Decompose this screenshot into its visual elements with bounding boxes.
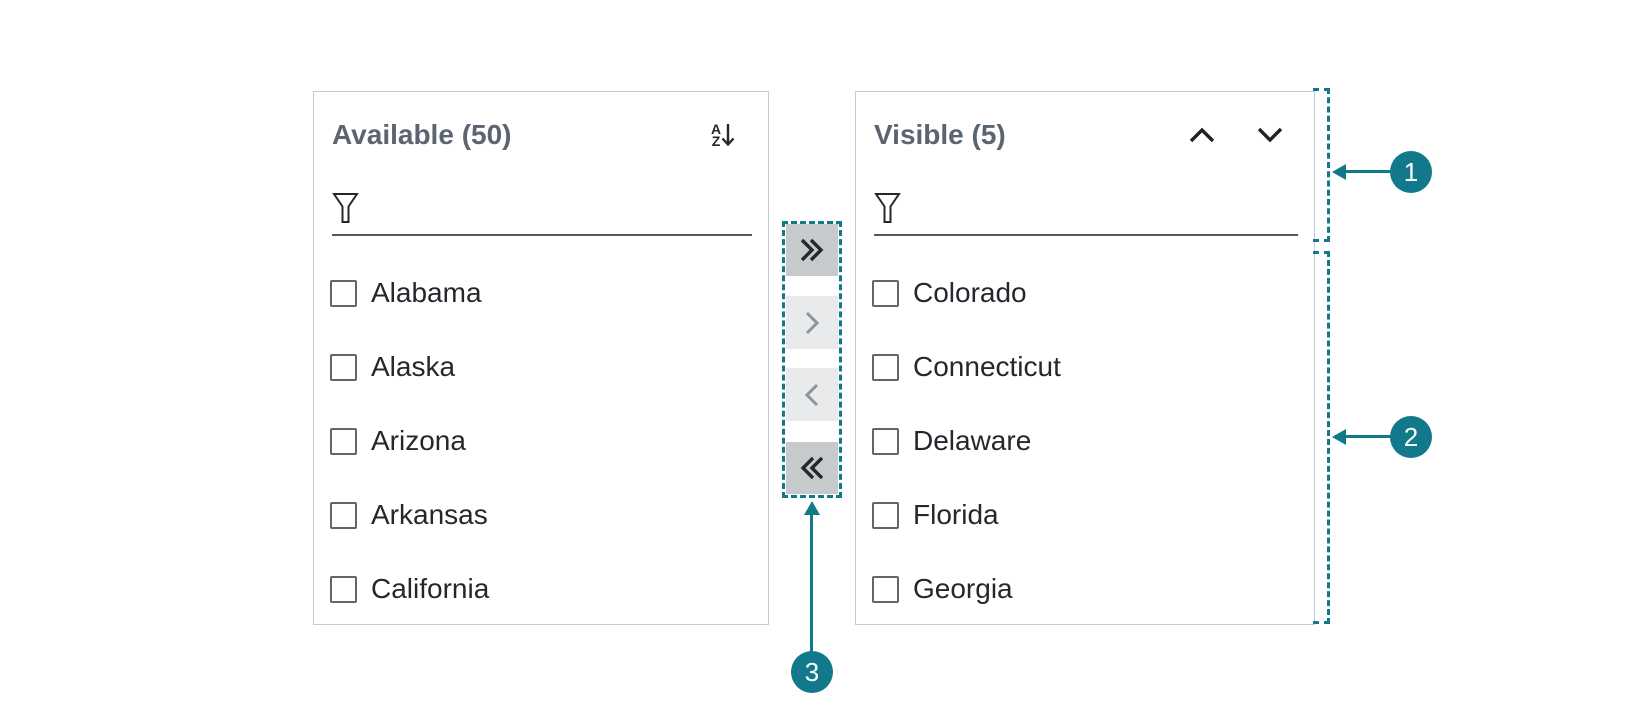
checkbox[interactable] xyxy=(330,353,357,381)
checkbox[interactable] xyxy=(872,575,899,603)
annotation-arrowhead-3 xyxy=(804,501,820,515)
annotation-bracket-header xyxy=(1313,88,1330,242)
checkbox[interactable] xyxy=(872,501,899,529)
move-down-button[interactable] xyxy=(1251,116,1289,154)
annotation-arrow-2 xyxy=(1345,435,1391,438)
list-item: Alabama xyxy=(330,279,482,307)
list-item: Arkansas xyxy=(330,501,488,529)
item-label: Florida xyxy=(913,499,999,530)
visible-filter-input[interactable] xyxy=(915,197,1298,228)
chevron-right-icon xyxy=(805,311,820,334)
available-filter-input[interactable] xyxy=(373,197,752,228)
available-filter-row xyxy=(332,188,752,236)
item-label: Alabama xyxy=(371,277,482,308)
list-item: Georgia xyxy=(872,575,1013,603)
available-panel: Available (50) A Z Alabama Alaska Arizon… xyxy=(313,91,769,625)
list-item: Colorado xyxy=(872,279,1027,307)
list-item: Delaware xyxy=(872,427,1031,455)
checkbox[interactable] xyxy=(330,279,357,307)
visible-panel-title: Visible (5) xyxy=(874,119,1006,150)
move-all-left-button[interactable] xyxy=(786,442,838,494)
chevron-left-icon xyxy=(804,383,819,406)
annotation-arrowhead-2 xyxy=(1332,429,1346,445)
checkbox[interactable] xyxy=(330,575,357,603)
item-label: Arkansas xyxy=(371,499,488,530)
visible-panel: Visible (5) Colorado Connecticut Delawar… xyxy=(855,91,1315,625)
annotation-bracket-list xyxy=(1313,251,1330,624)
double-chevron-left-icon xyxy=(800,456,824,480)
item-label: California xyxy=(371,573,490,604)
chevron-down-icon xyxy=(1257,127,1283,143)
sort-alphabetical-descending-icon: A Z xyxy=(711,121,735,149)
item-label: Arizona xyxy=(371,425,466,456)
list-item: Connecticut xyxy=(872,353,1061,381)
list-item: Arizona xyxy=(330,427,466,455)
item-label: Colorado xyxy=(913,277,1027,308)
available-panel-title: Available (50) xyxy=(332,119,512,150)
funnel-icon xyxy=(874,193,901,223)
list-item: California xyxy=(330,575,489,603)
item-label: Georgia xyxy=(913,573,1013,604)
funnel-icon xyxy=(332,193,359,223)
checkbox[interactable] xyxy=(872,427,899,455)
annotation-arrow-1 xyxy=(1345,170,1391,173)
move-right-button[interactable] xyxy=(786,296,838,349)
list-item: Florida xyxy=(872,501,999,529)
annotation-arrow-3 xyxy=(810,513,813,653)
list-item: Alaska xyxy=(330,353,455,381)
annotation-arrowhead-1 xyxy=(1332,164,1346,180)
item-label: Delaware xyxy=(913,425,1032,456)
checkbox[interactable] xyxy=(330,501,357,529)
move-up-button[interactable] xyxy=(1183,116,1221,154)
item-label: Alaska xyxy=(371,351,456,382)
annotation-callout-1: 1 xyxy=(1390,151,1432,193)
sort-button[interactable]: A Z xyxy=(704,116,742,154)
checkbox[interactable] xyxy=(872,279,899,307)
double-chevron-right-icon xyxy=(800,238,824,262)
checkbox[interactable] xyxy=(330,427,357,455)
annotation-callout-3: 3 xyxy=(791,651,833,693)
visible-filter-row xyxy=(874,188,1298,236)
chevron-up-icon xyxy=(1189,127,1215,143)
checkbox[interactable] xyxy=(872,353,899,381)
move-left-button[interactable] xyxy=(786,368,838,421)
annotation-callout-2: 2 xyxy=(1390,416,1432,458)
item-label: Connecticut xyxy=(913,351,1061,382)
move-all-right-button[interactable] xyxy=(786,224,838,276)
